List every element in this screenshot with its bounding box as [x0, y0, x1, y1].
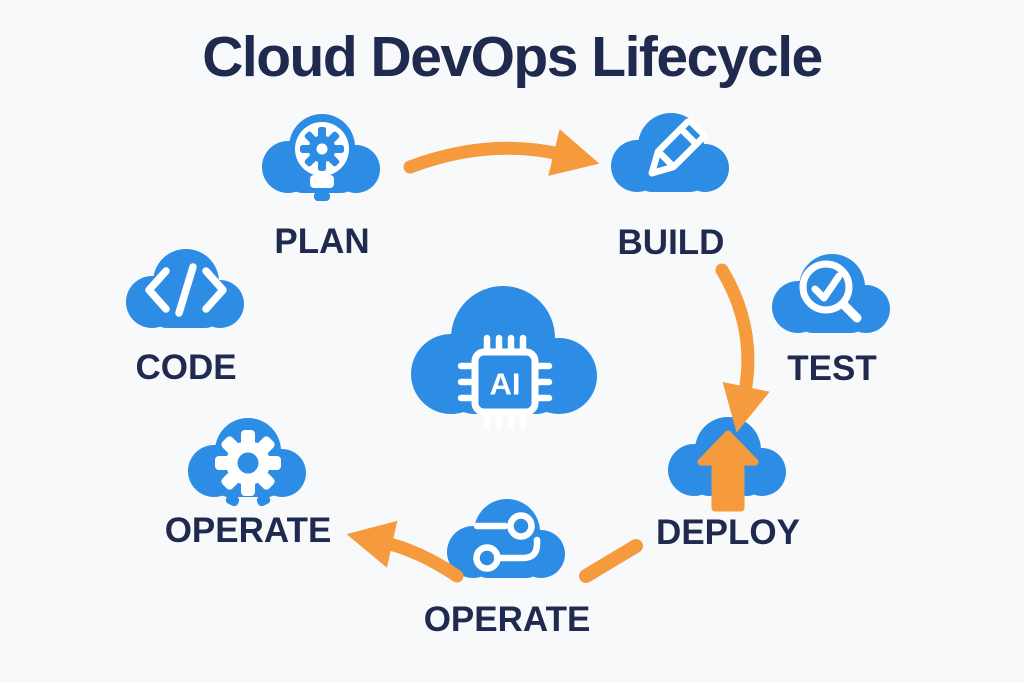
code-cloud-icon [126, 249, 244, 328]
dash-deploy-to-operate [572, 532, 662, 592]
stage-build: BUILD [601, 104, 741, 260]
stage-operate-bottom: OPERATE [424, 490, 590, 637]
arrow-operate-to-operate [342, 520, 467, 595]
pipeline-cloud-icon [447, 499, 565, 578]
arrow-plan-to-build [400, 125, 600, 205]
lightbulb-gear-cloud-icon [262, 114, 380, 201]
stage-label-code: CODE [135, 348, 237, 387]
stage-deploy: DEPLOY [656, 408, 800, 550]
stage-label-plan: PLAN [274, 222, 370, 261]
magnifier-check-cloud-icon [772, 254, 890, 333]
stage-label-build: BUILD [617, 223, 725, 262]
arrow-build-to-deploy [698, 262, 778, 433]
stage-label-deploy: DEPLOY [656, 513, 800, 552]
gear-cloud-icon [188, 418, 306, 507]
center-ai-cloud: AI [395, 276, 615, 436]
stage-test: TEST [762, 245, 902, 386]
stage-code: CODE [116, 240, 256, 385]
stage-label-test: TEST [787, 349, 877, 388]
ai-chip-cloud-icon: AI [411, 286, 597, 430]
pencil-cloud-icon [611, 113, 729, 192]
stage-operate-left: OPERATE [165, 409, 331, 548]
page-title: Cloud DevOps Lifecycle [202, 25, 823, 89]
ai-chip-label: AI [490, 367, 521, 402]
stage-label-operate-left: OPERATE [164, 511, 332, 550]
upload-cloud-icon [668, 417, 786, 512]
stage-plan: PLAN [252, 105, 392, 259]
stage-label-operate-bottom: OPERATE [423, 600, 591, 639]
